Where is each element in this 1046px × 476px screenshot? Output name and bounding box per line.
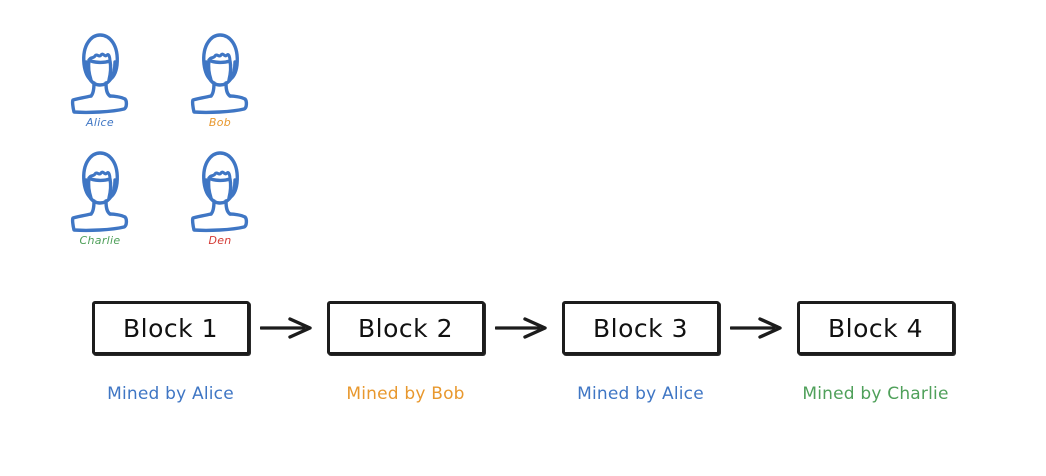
person-avatar-icon [70, 151, 129, 233]
miner-label-block-4: Mined by Charlie [802, 384, 949, 404]
miner-label-block-2: Mined by Bob [346, 384, 465, 404]
arrow-2-3 [493, 316, 553, 340]
miner-cell-4: Mined by Charlie [788, 386, 963, 403]
block-1[interactable]: Block 1 [91, 301, 250, 355]
participant-label: Bob [208, 116, 232, 129]
person-avatar-icon [190, 33, 249, 115]
miner-label-block-1: Mined by Alice [107, 384, 234, 404]
blocks-row: Block 1 Block 2 [83, 296, 963, 360]
block-4[interactable]: Block 4 [796, 301, 955, 355]
block-cell-2: Block 2 [318, 301, 493, 355]
participant-den[interactable]: Den [160, 146, 280, 246]
miner-cell-1: Mined by Alice [83, 386, 258, 403]
miner-spacer [258, 386, 318, 403]
participants-row-2: Charlie Den [40, 146, 280, 246]
participants-group: Alice Bob Charlie Den [40, 28, 280, 246]
participant-label: Alice [86, 116, 114, 129]
miner-spacer [493, 386, 553, 403]
block-2[interactable]: Block 2 [326, 301, 485, 355]
participants-row-1: Alice Bob [40, 28, 280, 128]
block-cell-4: Block 4 [788, 301, 963, 355]
participant-charlie[interactable]: Charlie [40, 146, 160, 246]
block-3[interactable]: Block 3 [561, 301, 720, 355]
block-label: Block 1 [123, 313, 218, 343]
arrow-right-icon [260, 317, 312, 339]
miner-cell-2: Mined by Bob [318, 386, 493, 403]
miner-cell-3: Mined by Alice [553, 386, 728, 403]
participant-alice[interactable]: Alice [40, 28, 160, 128]
arrow-1-2 [258, 316, 318, 340]
participant-label: Den [208, 234, 232, 247]
blockchain-group: Block 1 Block 2 [0, 296, 1046, 426]
participant-bob[interactable]: Bob [160, 28, 280, 128]
block-label: Block 3 [593, 313, 688, 343]
block-cell-1: Block 1 [83, 301, 258, 355]
miner-label-block-3: Mined by Alice [577, 384, 704, 404]
arrow-3-4 [728, 316, 788, 340]
arrow-right-icon [495, 317, 547, 339]
person-avatar-icon [70, 33, 129, 115]
block-cell-3: Block 3 [553, 301, 728, 355]
arrow-right-icon [730, 317, 782, 339]
miner-spacer [728, 386, 788, 403]
block-label: Block 4 [828, 313, 923, 343]
participant-label: Charlie [79, 234, 121, 247]
miners-row: Mined by Alice Mined by Bob Mined by Ali… [83, 386, 963, 403]
person-avatar-icon [190, 151, 249, 233]
block-label: Block 2 [358, 313, 453, 343]
